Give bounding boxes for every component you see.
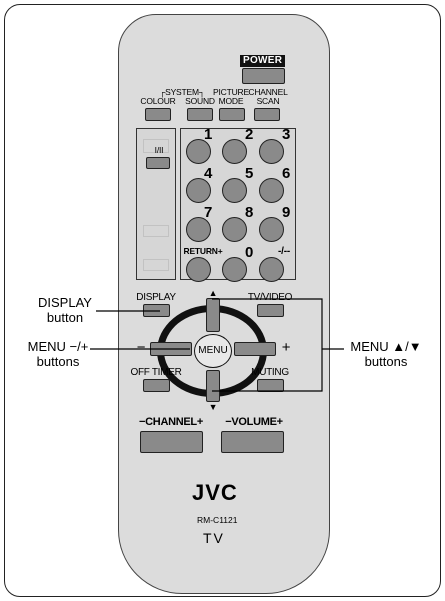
digit-6-label: 6 [282,165,291,182]
digit-3-button[interactable] [259,139,284,164]
sound-label: SOUND [185,96,215,106]
i-ii-label: I/II [154,145,164,155]
left-panel [136,128,176,280]
menu-plus-button[interactable] [234,342,276,356]
digit-6-button[interactable] [259,178,284,203]
digit-5-label: 5 [245,165,254,182]
colour-button[interactable] [145,108,171,121]
digit-4-button[interactable] [186,178,211,203]
muting-label: MUTING [251,367,289,378]
digit-8-label: 8 [245,204,254,221]
channel-scan-button[interactable] [254,108,280,121]
digit-5-button[interactable] [222,178,247,203]
volume-button[interactable] [221,431,284,453]
volume-label: −VOLUME+ [225,416,283,428]
tv-label: TV [203,530,225,546]
dash-dash-label: -/-- [278,246,290,257]
menu-button[interactable]: MENU [194,334,232,368]
panel-slot [143,139,169,153]
tv-video-label: TV/VIDEO [247,292,293,303]
colour-label: COLOUR [140,96,176,106]
channel-button[interactable] [140,431,203,453]
menu-updown-bracket [212,298,323,392]
return-plus-button[interactable] [186,257,211,282]
tv-video-button[interactable] [257,304,284,317]
digit-0-button[interactable] [222,257,247,282]
off-timer-label: OFF TIMER [130,367,182,378]
digit-0-label: 0 [245,244,254,261]
power-label: POWER [240,55,286,67]
digit-9-button[interactable] [259,217,284,242]
off-timer-button[interactable] [143,379,170,392]
menu-up-arrow: ▲ [208,288,218,298]
i-ii-button[interactable] [146,157,170,169]
digit-9-label: 9 [282,204,291,221]
model-number: RM-C1121 [197,515,238,525]
digit-4-label: 4 [204,165,213,182]
menu-down-arrow: ▼ [208,402,218,412]
digit-1-label: 1 [204,126,213,143]
menu-down-button[interactable] [206,370,220,402]
digit-2-button[interactable] [222,139,247,164]
digit-7-label: 7 [204,204,213,221]
return-plus-label: RETURN+ [183,246,223,256]
jvc-logo: JVC [192,480,238,505]
menu-lr-callout: MENU −/+ buttons [27,339,89,369]
menu-ud-callout: MENU ▲/▼ buttons [350,339,422,369]
display-label: DISPLAY [136,292,176,303]
digit-8-button[interactable] [222,217,247,242]
system-group-label: ┌SYSTEM┐ [159,87,205,97]
digit-1-button[interactable] [186,139,211,164]
digit-7-button[interactable] [186,217,211,242]
dash-dash-button[interactable] [259,257,284,282]
sound-button[interactable] [187,108,213,121]
picture-mode-button[interactable] [219,108,245,121]
display-callout: DISPLAY button [38,295,92,325]
menu-minus-sign: − [136,339,146,356]
panel-slot [143,259,169,271]
panel-slot [143,225,169,237]
power-button[interactable] [242,68,285,84]
menu-plus-sign: + [281,339,291,356]
digit-3-label: 3 [282,126,291,143]
channel-label: −CHANNEL+ [139,416,203,428]
digit-2-label: 2 [245,126,254,143]
